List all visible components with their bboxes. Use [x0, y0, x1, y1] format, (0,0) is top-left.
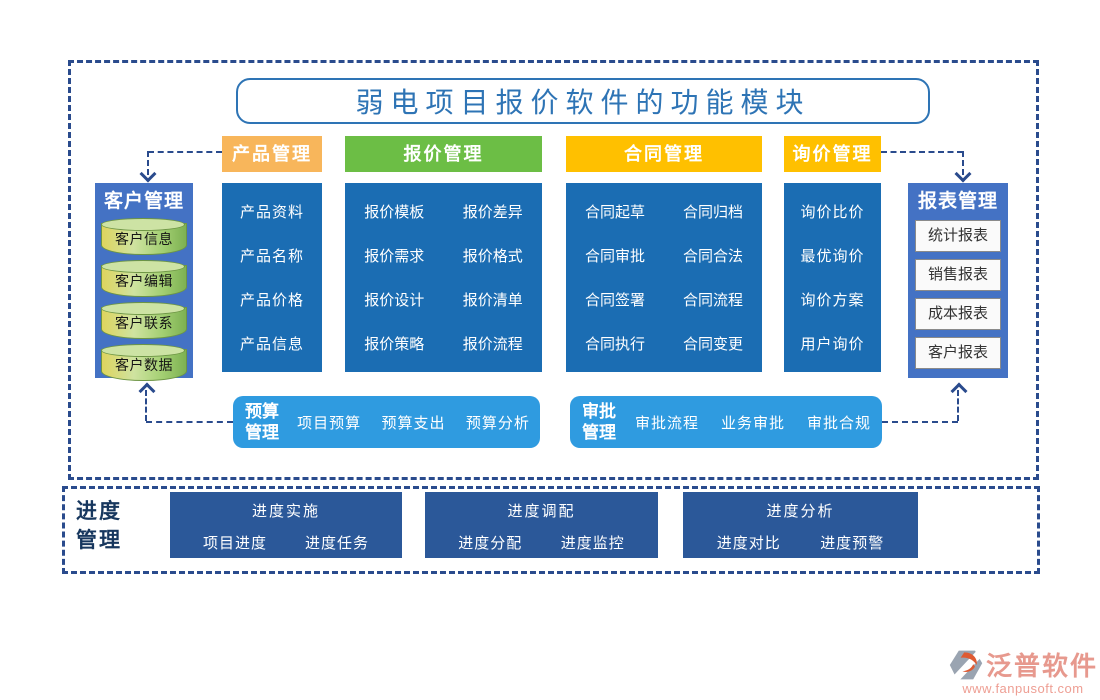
header-quote-management: 报价管理	[345, 136, 542, 172]
contract-row: 合同执行 合同变更	[566, 333, 762, 354]
progress-item: 进度任务	[304, 535, 369, 552]
quote-item: 报价策略	[364, 336, 425, 354]
progress-item: 进度监控	[560, 535, 625, 552]
contract-row: 合同签署 合同流程	[566, 289, 762, 310]
progress-group-allocation: 进度调配 进度分配 进度监控	[425, 492, 658, 558]
connector-product-to-customer	[148, 151, 222, 153]
header-product-management: 产品管理	[222, 136, 322, 172]
quote-item: 报价清单	[462, 292, 523, 310]
progress-management-label: 进度 管理	[76, 499, 122, 553]
product-item: 产品名称	[239, 247, 304, 265]
contract-item: 合同合法	[682, 247, 743, 265]
report-item: 统计报表	[915, 220, 1001, 252]
budget-item: 预算支出	[381, 414, 446, 432]
diagram-title-box: 弱电项目报价软件的功能模块	[236, 78, 930, 124]
customer-box-title: 客户管理	[103, 191, 184, 212]
progress-group-implementation: 进度实施 项目进度 进度任务	[170, 492, 402, 558]
header-contract-management: 合同管理	[566, 136, 762, 172]
quote-row: 报价模板 报价差异	[345, 201, 542, 222]
column-quote: 报价模板 报价差异 报价需求 报价格式 报价设计 报价清单 报价策略 报价流程	[345, 183, 542, 372]
report-management-box: 报表管理 统计报表 销售报表 成本报表 客户报表	[908, 183, 1008, 378]
customer-item: 客户信息	[115, 231, 173, 247]
inquiry-item: 用户询价	[800, 336, 865, 354]
quote-row: 报价策略 报价流程	[345, 333, 542, 354]
approval-item: 审批合规	[806, 414, 871, 432]
quote-item: 报价格式	[462, 247, 523, 265]
column-inquiry: 询价比价 最优询价 询价方案 用户询价	[784, 183, 881, 372]
connector-approval-to-report	[957, 390, 959, 421]
progress-item: 进度分配	[458, 535, 523, 552]
contract-row: 合同起草 合同归档	[566, 201, 762, 222]
progress-group-analysis: 进度分析 进度对比 进度预警	[683, 492, 918, 558]
progress-item: 项目进度	[202, 535, 267, 552]
budget-item: 预算分析	[465, 414, 530, 432]
customer-item: 客户联系	[115, 315, 173, 331]
database-cylinder-icon: 客户数据	[101, 344, 187, 381]
inquiry-item: 最优询价	[800, 247, 865, 265]
product-item: 产品信息	[239, 336, 304, 354]
quote-item: 报价差异	[462, 203, 523, 221]
approval-item: 审批流程	[634, 414, 699, 432]
report-item: 销售报表	[915, 259, 1001, 291]
approval-item: 业务审批	[720, 414, 785, 432]
product-item: 产品价格	[239, 292, 304, 310]
progress-group-title: 进度调配	[507, 503, 576, 520]
connector-product-to-customer	[147, 151, 149, 175]
approval-items: 审批流程 业务审批 审批合规	[624, 412, 882, 433]
column-contract: 合同起草 合同归档 合同审批 合同合法 合同签署 合同流程 合同执行 合同变更	[566, 183, 762, 372]
contract-item: 合同执行	[584, 336, 645, 354]
main-dashed-frame	[68, 60, 1039, 480]
progress-item: 进度对比	[716, 535, 781, 552]
report-item: 客户报表	[915, 337, 1001, 369]
inquiry-item: 询价比价	[800, 203, 865, 221]
customer-item: 客户数据	[115, 357, 173, 373]
quote-row: 报价设计 报价清单	[345, 289, 542, 310]
approval-management-bar: 审批 管理 审批流程 业务审批 审批合规	[570, 396, 882, 448]
contract-item: 合同归档	[682, 203, 743, 221]
progress-dashed-frame	[62, 486, 1040, 574]
contract-item: 合同审批	[584, 247, 645, 265]
fanpu-logo: 泛普软件	[948, 646, 1098, 683]
budget-item: 项目预算	[297, 414, 362, 432]
header-inquiry-management: 询价管理	[784, 136, 881, 172]
approval-bar-title: 审批 管理	[582, 401, 616, 442]
contract-item: 合同起草	[584, 203, 645, 221]
report-item: 成本报表	[915, 298, 1001, 330]
database-cylinder-icon: 客户联系	[101, 302, 187, 339]
contract-row: 合同审批 合同合法	[566, 245, 762, 266]
connector-budget-to-customer	[145, 390, 147, 421]
budget-items: 项目预算 预算支出 预算分析	[287, 412, 540, 433]
quote-item: 报价需求	[364, 247, 425, 265]
database-cylinder-icon: 客户编辑	[101, 260, 187, 297]
contract-item: 合同流程	[682, 292, 743, 310]
progress-group-title: 进度分析	[766, 503, 835, 520]
diagram-title: 弱电项目报价软件的功能模块	[355, 88, 811, 119]
brand-url: www.fanpusoft.com	[962, 681, 1084, 696]
contract-item: 合同变更	[682, 336, 743, 354]
budget-bar-title: 预算 管理	[245, 401, 279, 442]
product-item: 产品资料	[239, 203, 304, 221]
brand-name: 泛普软件	[986, 652, 1099, 681]
connector-inquiry-to-report	[881, 151, 963, 153]
quote-item: 报价流程	[462, 336, 523, 354]
connector-budget-to-customer	[146, 421, 233, 423]
customer-item: 客户编辑	[115, 273, 173, 289]
progress-group-title: 进度实施	[251, 503, 320, 520]
contract-item: 合同签署	[584, 292, 645, 310]
customer-management-box: 客户管理 客户信息 客户编辑 客户联系 客户数据	[95, 183, 193, 381]
quote-item: 报价模板	[364, 203, 425, 221]
column-product: 产品资料 产品名称 产品价格 产品信息	[222, 183, 322, 372]
report-box-title: 报表管理	[917, 191, 998, 212]
fanpu-logo-icon	[949, 648, 984, 683]
progress-item: 进度预警	[820, 535, 885, 552]
quote-item: 报价设计	[364, 292, 425, 310]
budget-management-bar: 预算 管理 项目预算 预算支出 预算分析	[233, 396, 540, 448]
database-cylinder-icon: 客户信息	[101, 218, 187, 255]
connector-approval-to-report	[882, 421, 958, 423]
connector-inquiry-to-report	[962, 151, 964, 175]
inquiry-item: 询价方案	[800, 292, 865, 310]
quote-row: 报价需求 报价格式	[345, 245, 542, 266]
